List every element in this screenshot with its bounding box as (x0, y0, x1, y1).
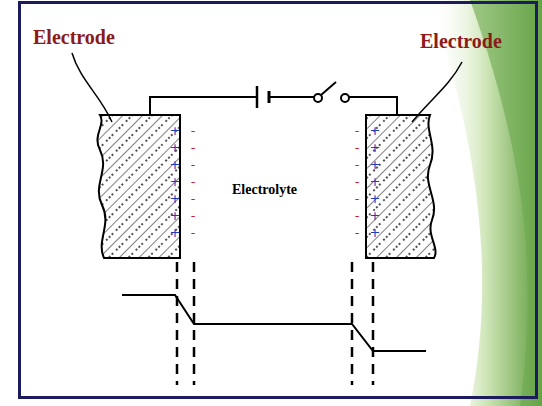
charge-sign: - (191, 158, 196, 171)
charge-sign: + (170, 226, 181, 239)
charge-sign: - (191, 141, 196, 154)
leader-line (72, 53, 462, 122)
background-swoosh (470, 0, 542, 406)
charge-sign: + (170, 141, 181, 154)
charge-sign: + (170, 175, 181, 188)
charge-sign: + (370, 124, 381, 137)
electrode (366, 115, 436, 258)
circuit (150, 82, 397, 115)
charge-sign: - (191, 124, 196, 137)
charge-sign: + (170, 192, 181, 205)
charge-sign: + (170, 209, 181, 222)
part-label: Electrode (33, 27, 115, 47)
potential-profile (122, 295, 426, 351)
part-label: Electrode (420, 31, 502, 51)
charge-sign: - (355, 226, 360, 239)
charge-sign: + (370, 192, 381, 205)
charge-sign: - (191, 226, 196, 239)
charge-sign: - (191, 209, 196, 222)
background-swoosh (430, 0, 542, 406)
charge-sign: + (370, 209, 381, 222)
charge-sign: + (370, 226, 381, 239)
charge-sign: + (370, 175, 381, 188)
electrode (97, 115, 180, 258)
charge-sign: - (355, 124, 360, 137)
charge-sign: + (170, 158, 181, 171)
charge-sign: + (370, 158, 381, 171)
charge-sign: - (191, 175, 196, 188)
frame (20, 3, 537, 398)
charge-sign: - (355, 141, 360, 154)
region-label: Electrolyte (232, 183, 297, 197)
charge-sign: - (355, 209, 360, 222)
charge-sign: - (355, 158, 360, 171)
charge-sign: + (370, 141, 381, 154)
charge-sign: + (170, 124, 181, 137)
charge-sign: - (355, 175, 360, 188)
charge-sign: - (355, 192, 360, 205)
charge-sign: - (191, 192, 196, 205)
